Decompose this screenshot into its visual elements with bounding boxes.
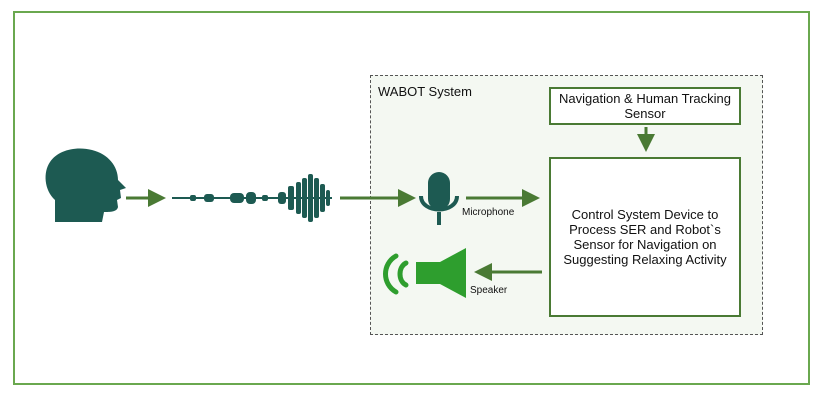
system-title: WABOT System — [378, 84, 472, 99]
navigation-sensor-label: Navigation & Human Tracking Sensor — [559, 91, 731, 121]
control-system-label: Control System Device to Process SER and… — [563, 207, 727, 267]
sound-wave-icon — [172, 174, 332, 222]
speaker-icon — [383, 248, 466, 298]
human-head-icon — [45, 148, 126, 222]
microphone-label: Microphone — [462, 207, 515, 218]
speaker-label: Speaker — [470, 285, 508, 296]
control-system-box: Control System Device to Process SER and… — [549, 157, 741, 317]
navigation-sensor-box: Navigation & Human Tracking Sensor — [549, 87, 741, 125]
microphone-icon — [419, 172, 459, 225]
